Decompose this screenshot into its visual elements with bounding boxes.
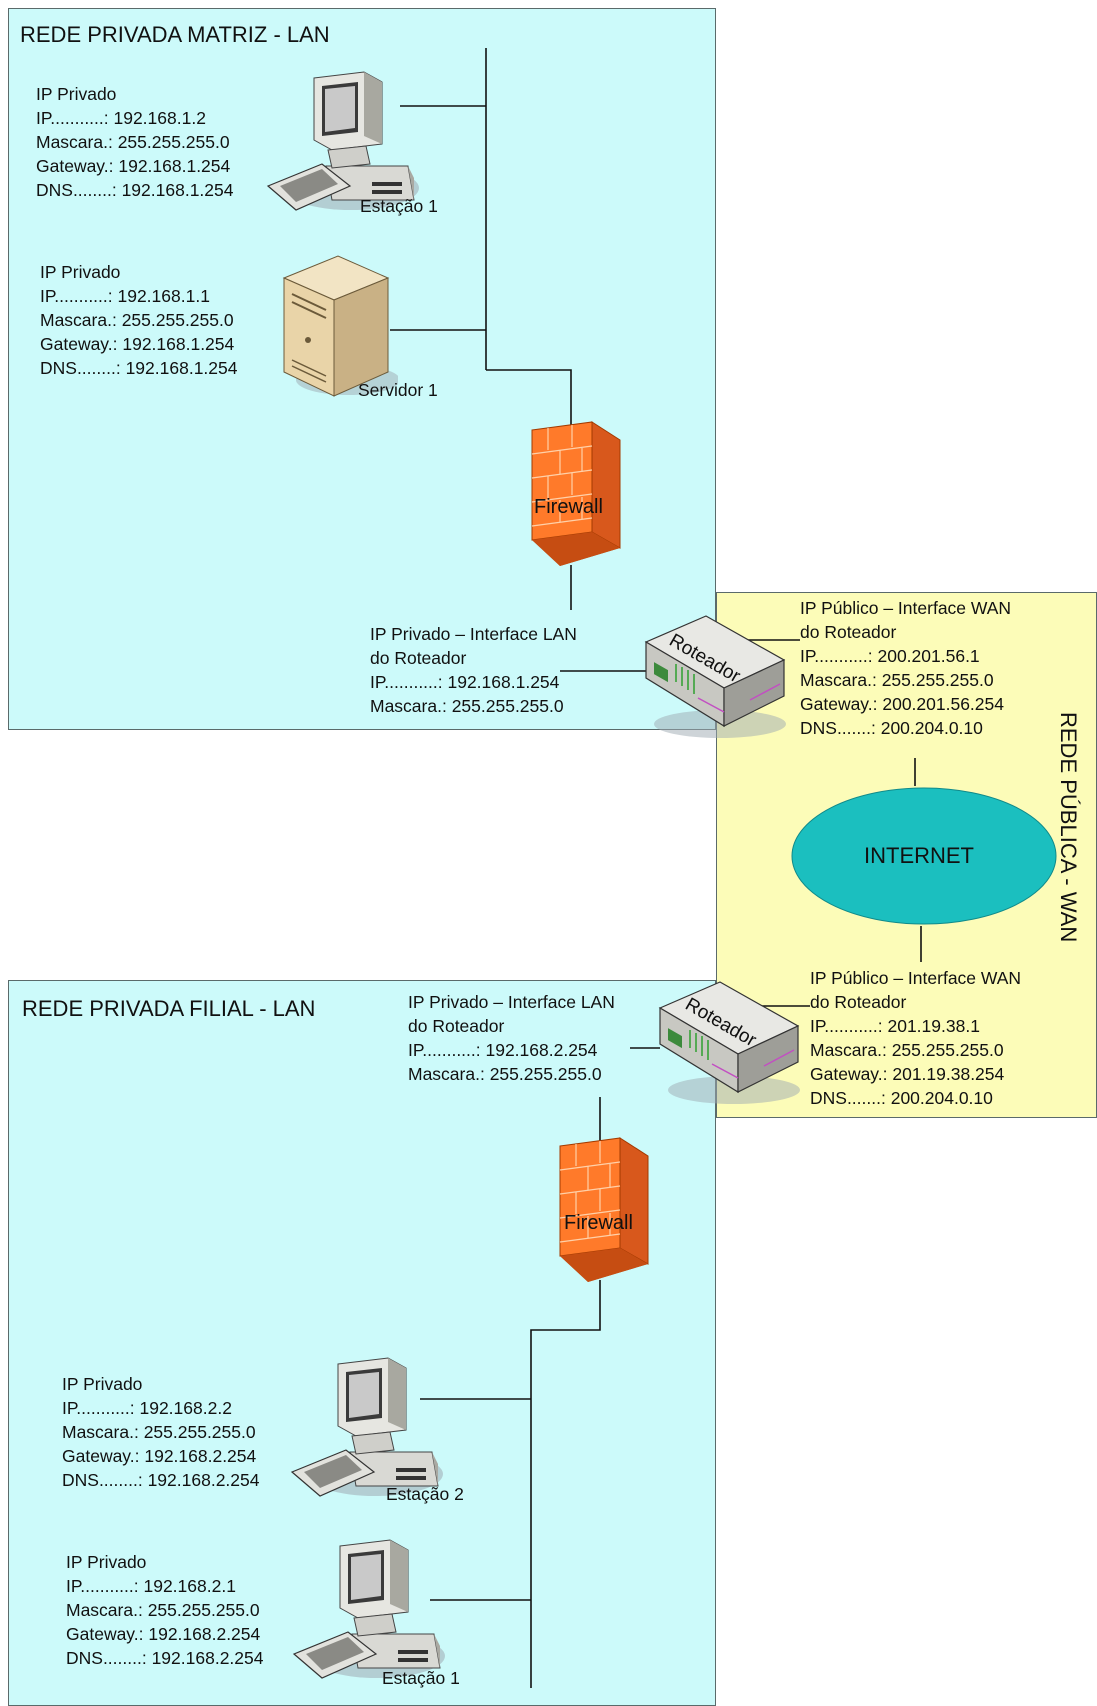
dns-value: DNS........: 192.168.2.254 bbox=[66, 1648, 264, 1668]
filial-estacao2-name: Estação 2 bbox=[386, 1484, 464, 1504]
ip-value: IP...........: 192.168.1.2 bbox=[36, 108, 206, 128]
ip-value: IP...........: 201.19.38.1 bbox=[810, 1016, 980, 1036]
mask-value: Mascara.: 255.255.255.0 bbox=[810, 1040, 1004, 1060]
router-lan-subtitle: do Roteador bbox=[370, 648, 467, 668]
filial-zone-title: REDE PRIVADA FILIAL - LAN bbox=[22, 996, 316, 1021]
router-lan-title: IP Privado – Interface LAN bbox=[408, 992, 615, 1012]
firewall-icon bbox=[531, 421, 621, 566]
filial-estacao1-info: IP Privado IP...........: 192.168.2.1 Ma… bbox=[66, 1550, 263, 1670]
router-icon bbox=[644, 615, 786, 738]
router-icon bbox=[658, 981, 800, 1104]
dns-value: DNS........: 192.168.1.254 bbox=[40, 358, 238, 378]
dns-value: DNS.......: 200.204.0.10 bbox=[800, 718, 983, 738]
ip-value: IP...........: 192.168.2.1 bbox=[66, 1576, 236, 1596]
router-lan-subtitle: do Roteador bbox=[408, 1016, 505, 1036]
dns-value: DNS........: 192.168.1.254 bbox=[36, 180, 234, 200]
mask-value: Mascara.: 255.255.255.0 bbox=[66, 1600, 260, 1620]
wan-matriz-router-info: IP Público – Interface WAN do Roteador I… bbox=[800, 596, 1011, 740]
router-wan-subtitle: do Roteador bbox=[810, 992, 907, 1012]
internet-label: INTERNET bbox=[864, 843, 974, 868]
gateway-value: Gateway.: 192.168.1.254 bbox=[40, 334, 235, 354]
ip-value: IP...........: 192.168.1.1 bbox=[40, 286, 210, 306]
mask-value: Mascara.: 255.255.255.0 bbox=[62, 1422, 256, 1442]
filial-estacao1-name: Estação 1 bbox=[382, 1668, 460, 1688]
gateway-value: Gateway.: 200.201.56.254 bbox=[800, 694, 1004, 714]
matriz-estacao1-name: Estação 1 bbox=[360, 196, 438, 216]
gateway-value: Gateway.: 192.168.2.254 bbox=[66, 1624, 261, 1644]
router-wan-title: IP Público – Interface WAN bbox=[810, 968, 1022, 988]
dns-value: DNS........: 192.168.2.254 bbox=[62, 1470, 260, 1490]
router-wan-title: IP Público – Interface WAN bbox=[800, 598, 1012, 618]
server-icon bbox=[282, 255, 398, 397]
matriz-zone-title: REDE PRIVADA MATRIZ - LAN bbox=[20, 22, 330, 47]
matriz-servidor1-name: Servidor 1 bbox=[358, 380, 438, 400]
gateway-value: Gateway.: 201.19.38.254 bbox=[810, 1064, 1005, 1084]
wan-filial-router-info: IP Público – Interface WAN do Roteador I… bbox=[810, 966, 1021, 1110]
filial-estacao2-info: IP Privado IP...........: 192.168.2.2 Ma… bbox=[62, 1372, 259, 1492]
mask-value: Mascara.: 255.255.255.0 bbox=[408, 1064, 602, 1084]
workstation-icon bbox=[290, 1357, 443, 1497]
ip-value: IP...........: 200.201.56.1 bbox=[800, 646, 980, 666]
filial-router-lan-info: IP Privado – Interface LAN do Roteador I… bbox=[408, 990, 615, 1086]
workstation-icon bbox=[266, 71, 419, 211]
workstation-icon bbox=[292, 1539, 445, 1679]
router-wan-subtitle: do Roteador bbox=[800, 622, 897, 642]
gateway-value: Gateway.: 192.168.1.254 bbox=[36, 156, 231, 176]
dns-value: DNS.......: 200.204.0.10 bbox=[810, 1088, 993, 1108]
router-lan-title: IP Privado – Interface LAN bbox=[370, 624, 577, 644]
filial-firewall-label: Firewall bbox=[564, 1212, 633, 1234]
gateway-value: Gateway.: 192.168.2.254 bbox=[62, 1446, 257, 1466]
wan-zone-title: REDE PÚBLICA - WAN bbox=[1056, 712, 1081, 943]
link-bus-firewall-matriz bbox=[486, 369, 572, 425]
ip-value: IP...........: 192.168.2.254 bbox=[408, 1040, 598, 1060]
ip-value: IP...........: 192.168.2.2 bbox=[62, 1398, 232, 1418]
internet-cloud-icon bbox=[791, 787, 1057, 925]
mask-value: Mascara.: 255.255.255.0 bbox=[40, 310, 234, 330]
matriz-estacao1-info: IP Privado IP...........: 192.168.1.2 Ma… bbox=[36, 82, 233, 202]
matriz-servidor1-info: IP Privado IP...........: 192.168.1.1 Ma… bbox=[40, 260, 237, 380]
ip-type-label: IP Privado bbox=[66, 1552, 147, 1572]
matriz-firewall-label: Firewall bbox=[534, 496, 603, 518]
ip-type-label: IP Privado bbox=[40, 262, 121, 282]
mask-value: Mascara.: 255.255.255.0 bbox=[36, 132, 230, 152]
filial-bus-line bbox=[530, 1280, 601, 1688]
ip-value: IP...........: 192.168.1.254 bbox=[370, 672, 560, 692]
ip-type-label: IP Privado bbox=[62, 1374, 143, 1394]
mask-value: Mascara.: 255.255.255.0 bbox=[800, 670, 994, 690]
ip-type-label: IP Privado bbox=[36, 84, 117, 104]
matriz-router-lan-info: IP Privado – Interface LAN do Roteador I… bbox=[370, 622, 577, 718]
mask-value: Mascara.: 255.255.255.0 bbox=[370, 696, 564, 716]
firewall-icon bbox=[559, 1137, 649, 1282]
